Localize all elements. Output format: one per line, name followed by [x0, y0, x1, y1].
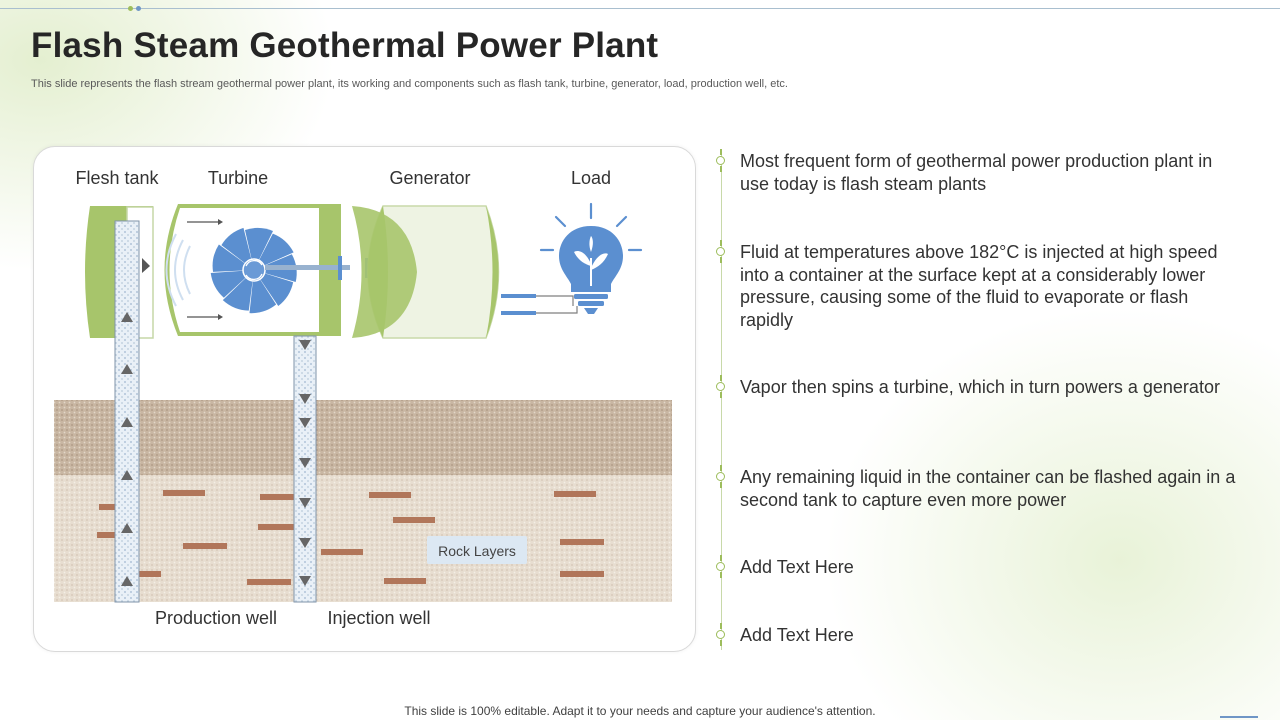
point-item: Add Text Here — [716, 555, 1240, 579]
point-text: Add Text Here — [740, 557, 854, 577]
injection-well — [293, 335, 317, 603]
timeline-line — [721, 150, 722, 650]
point-item: Fluid at temperatures above 182°C is inj… — [716, 240, 1240, 331]
timeline-marker-icon — [716, 149, 725, 172]
load-label: Load — [571, 168, 611, 188]
generator-label: Generator — [389, 168, 470, 188]
point-text: Fluid at temperatures above 182°C is inj… — [740, 242, 1218, 330]
top-divider-line — [0, 8, 1280, 9]
rock-layers-tag — [427, 536, 527, 564]
slide-title: Flash Steam Geothermal Power Plant — [31, 26, 659, 65]
timeline-marker-icon — [716, 465, 725, 488]
production-well — [114, 220, 140, 603]
load-wires — [501, 294, 578, 315]
slide-subtitle: This slide represents the flash stream g… — [31, 78, 788, 90]
ground-layers — [54, 400, 672, 602]
turbine-label: Turbine — [208, 168, 268, 188]
point-text: Most frequent form of geothermal power p… — [740, 151, 1213, 194]
geothermal-plant-diagram: Flesh tank Turbine Generator Load Rock L… — [54, 168, 672, 628]
injection-well-label: Injection well — [327, 608, 430, 628]
flash-tank-label: Flesh tank — [75, 168, 159, 188]
point-item: Any remaining liquid in the container ca… — [716, 465, 1240, 511]
timeline-marker-icon — [716, 375, 725, 398]
point-text: Add Text Here — [740, 625, 854, 645]
point-item: Add Text Here — [716, 623, 1240, 647]
point-item: Most frequent form of geothermal power p… — [716, 149, 1240, 195]
timeline-marker-icon — [716, 555, 725, 578]
generator — [352, 205, 500, 339]
point-text: Vapor then spins a turbine, which in tur… — [740, 377, 1220, 397]
top-accent-dot — [136, 6, 141, 11]
timeline-marker-icon — [716, 623, 725, 646]
production-well-label: Production well — [155, 608, 277, 628]
light-bulb-icon — [539, 202, 643, 314]
point-item: Vapor then spins a turbine, which in tur… — [716, 375, 1240, 399]
footer-accent-bar — [1220, 716, 1258, 718]
top-accent-dot — [128, 6, 133, 11]
point-text: Any remaining liquid in the container ca… — [740, 467, 1236, 510]
timeline-marker-icon — [716, 240, 725, 263]
rock-layers-label: Rock Layers — [438, 543, 516, 559]
footer-note: This slide is 100% editable. Adapt it to… — [404, 704, 876, 718]
